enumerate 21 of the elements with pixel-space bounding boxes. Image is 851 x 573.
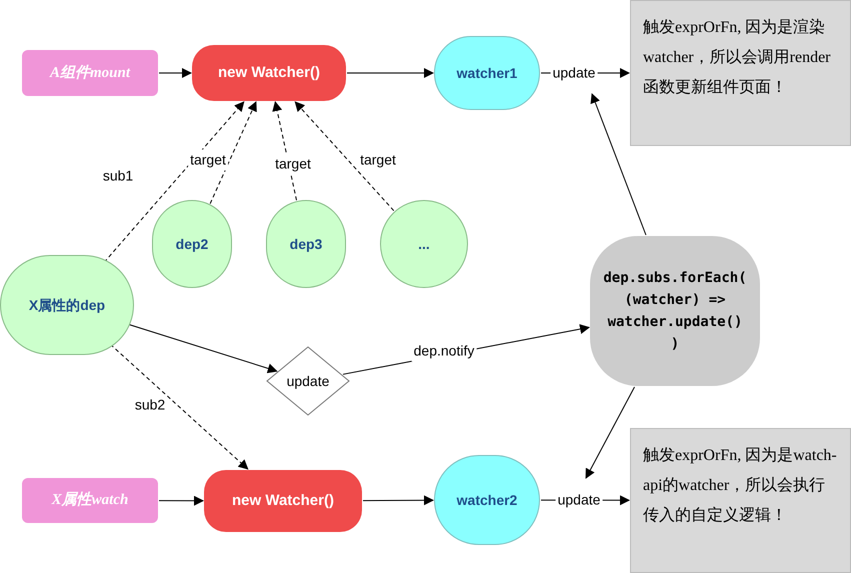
arrow	[104, 101, 244, 263]
process-box: new Watcher()	[192, 45, 346, 101]
arrow	[210, 101, 257, 204]
note-box: 触发exprOrFn, 因为是watch-api的watcher，所以会执行传入的自定义逻辑！	[630, 428, 851, 573]
arrow	[110, 344, 248, 470]
label-box: X属性watch	[22, 478, 158, 523]
arrow	[346, 68, 434, 78]
label-box: A组件mount	[22, 50, 158, 96]
process-box: new Watcher()	[204, 470, 362, 532]
arrow	[158, 496, 204, 506]
edge-label: target	[273, 154, 313, 174]
arrow	[158, 68, 192, 78]
arrow	[586, 386, 635, 479]
edge-label: target	[188, 150, 228, 170]
note-box: 触发exprOrFn, 因为是渲染watcher，所以会调用render函数更新组件页面！	[630, 0, 851, 146]
arrow	[362, 495, 434, 506]
arrow	[294, 101, 394, 212]
process-box: dep.subs.forEach( (watcher) => watcher.update() )	[590, 236, 760, 386]
decision-diamond: update	[266, 346, 350, 416]
arrow	[129, 324, 278, 374]
arrow	[590, 93, 646, 236]
